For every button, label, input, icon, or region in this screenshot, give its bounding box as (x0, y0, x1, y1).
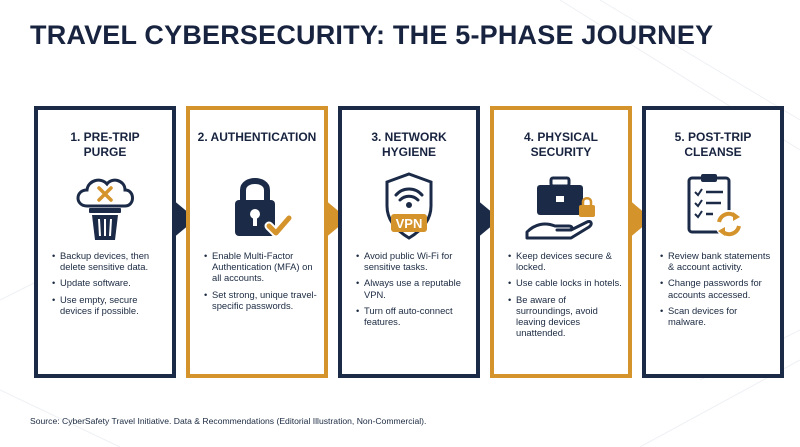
phase-title: 4. PHYSICAL SECURITY (523, 130, 598, 159)
list-item: Keep devices secure & locked. (508, 250, 622, 272)
list-item: Be aware of surroundings, avoid leaving … (508, 294, 622, 339)
list-item: Set strong, unique travel-specific passw… (204, 289, 318, 311)
source-note: Source: CyberSafety Travel Initiative. D… (30, 416, 427, 426)
phase-title: 5. POST-TRIP CLEANSE (674, 130, 752, 159)
list-item: Review bank statements & account activit… (660, 250, 774, 272)
phase-journey: 1. PRE-TRIP PURGE Backup devices, then d… (34, 106, 784, 378)
clipboard-refresh-icon (687, 174, 743, 238)
list-item: Enable Multi-Factor Authentication (MFA)… (204, 250, 318, 284)
bullet-list: Enable Multi-Factor Authentication (MFA)… (204, 250, 318, 316)
padlock-check-icon (235, 178, 294, 238)
arrow-right-icon (324, 199, 348, 239)
list-item: Always use a reputable VPN. (356, 277, 470, 299)
briefcase-lock-hand-icon (525, 176, 595, 240)
list-item: Backup devices, then delete sensitive da… (52, 250, 166, 272)
phase-title: 2. AUTHENTICATION (197, 130, 317, 144)
vpn-label: VPN (396, 216, 423, 231)
bullet-list: Review bank statements & account activit… (660, 250, 774, 332)
list-item: Use cable locks in hotels. (508, 277, 622, 288)
bullet-list: Keep devices secure & locked. Use cable … (508, 250, 622, 343)
list-item: Avoid public Wi-Fi for sensitive tasks. (356, 250, 470, 272)
phase-title: 1. PRE-TRIP PURGE (70, 130, 140, 159)
arrow-right-icon (172, 199, 196, 239)
phase-card-network-hygiene: 3. NETWORK HYGIENE VPN Avoid public Wi-F… (338, 106, 480, 378)
phase-title: 3. NETWORK HYGIENE (371, 130, 447, 159)
list-item: Update software. (52, 277, 166, 288)
page-title: TRAVEL CYBERSECURITY: THE 5-PHASE JOURNE… (30, 20, 714, 50)
bullet-list: Backup devices, then delete sensitive da… (52, 250, 166, 321)
bullet-list: Avoid public Wi-Fi for sensitive tasks. … (356, 250, 470, 332)
list-item: Turn off auto-connect features. (356, 305, 470, 327)
list-item: Change passwords for accounts accessed. (660, 277, 774, 299)
phase-card-physical-security: 4. PHYSICAL SECURITY Keep devices secure… (490, 106, 632, 378)
list-item: Scan devices for malware. (660, 305, 774, 327)
phase-card-post-trip-cleanse: 5. POST-TRIP CLEANSE Review bank stateme… (642, 106, 784, 378)
arrow-right-icon (476, 199, 500, 239)
phase-card-pre-trip-purge: 1. PRE-TRIP PURGE Backup devices, then d… (34, 106, 176, 378)
cloud-trash-icon (76, 178, 134, 240)
phase-card-authentication: 2. AUTHENTICATION Enable Multi-Factor Au… (186, 106, 328, 378)
wifi-shield-vpn-icon: VPN (385, 172, 433, 240)
list-item: Use empty, secure devices if possible. (52, 294, 166, 316)
arrow-right-icon (628, 199, 652, 239)
